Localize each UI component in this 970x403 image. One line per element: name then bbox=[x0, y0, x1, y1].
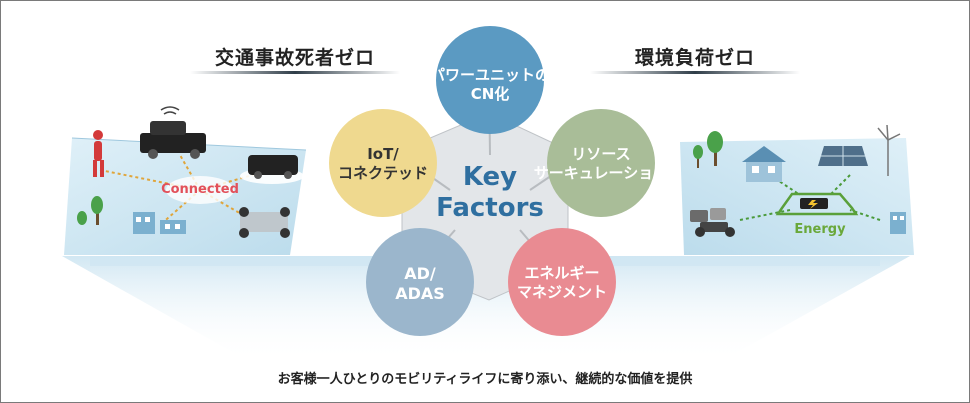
factor-label-resource: リソース サーキュレーション bbox=[530, 145, 672, 183]
key-factors-label: Key Factors bbox=[420, 162, 560, 224]
factor-circle-ad-adas bbox=[366, 228, 474, 336]
ev-battery-icon bbox=[775, 192, 859, 216]
factor-label-line1: エネルギー bbox=[524, 264, 600, 282]
tree-icon bbox=[693, 131, 723, 168]
suv-car-icon bbox=[140, 106, 206, 159]
factor-label-power-unit: パワーユニットの CN化 bbox=[430, 66, 550, 104]
left-panel-illustration bbox=[64, 106, 307, 255]
hatchback-car-icon bbox=[240, 155, 304, 184]
factor-label-line1: パワーユニットの bbox=[430, 66, 551, 84]
factor-circle-resource bbox=[547, 109, 655, 217]
scrap-pile-icon bbox=[690, 208, 735, 237]
bottom-caption: お客様一人ひとりのモビリティライフに寄り添い、継続的な価値を提供 bbox=[277, 372, 693, 387]
factor-label-line2: マネジメント bbox=[516, 282, 607, 301]
right-title: 環境負荷ゼロ bbox=[634, 47, 755, 69]
solar-panel-icon bbox=[818, 146, 868, 166]
wind-turbine-icon bbox=[877, 124, 901, 176]
right-title-underline bbox=[590, 71, 800, 74]
factor-label-energy: エネルギー マネジメント bbox=[502, 264, 622, 302]
key-factors-line2: Factors bbox=[436, 193, 544, 224]
glow-background bbox=[62, 256, 910, 362]
factor-label-line1: AD/ bbox=[404, 264, 436, 283]
buildings-icon bbox=[133, 212, 186, 234]
key-factors-line1: Key bbox=[462, 162, 518, 192]
factor-label-line2: ADAS bbox=[395, 284, 445, 303]
frame-top-border bbox=[0, 0, 970, 1]
energy-label: Energy bbox=[794, 222, 846, 237]
house-icon bbox=[742, 146, 786, 182]
factor-label-iot: IoT/ コネクテッド bbox=[323, 145, 443, 183]
right-panel-illustration bbox=[680, 124, 914, 255]
connected-label: Connected bbox=[161, 182, 239, 197]
building-icon bbox=[890, 212, 906, 234]
factor-label-line2: コネクテッド bbox=[337, 163, 428, 182]
factor-label-ad-adas: AD/ ADAS bbox=[360, 264, 480, 304]
tree-icon bbox=[77, 196, 103, 225]
factor-label-line2: CN化 bbox=[470, 84, 510, 103]
factor-circle-energy bbox=[508, 228, 616, 336]
factor-label-line2: サーキュレーション bbox=[533, 163, 669, 182]
factor-label-line1: IoT/ bbox=[367, 145, 399, 163]
factor-circle-power-unit bbox=[436, 26, 544, 134]
factor-circle-iot bbox=[329, 109, 437, 217]
ev-chassis-icon bbox=[239, 207, 290, 238]
left-title-underline bbox=[190, 71, 400, 74]
frame-left-border bbox=[0, 0, 1, 403]
factor-label-line1: リソース bbox=[571, 145, 631, 163]
left-title: 交通事故死者ゼロ bbox=[214, 47, 375, 69]
pedestrian-icon bbox=[93, 130, 104, 177]
